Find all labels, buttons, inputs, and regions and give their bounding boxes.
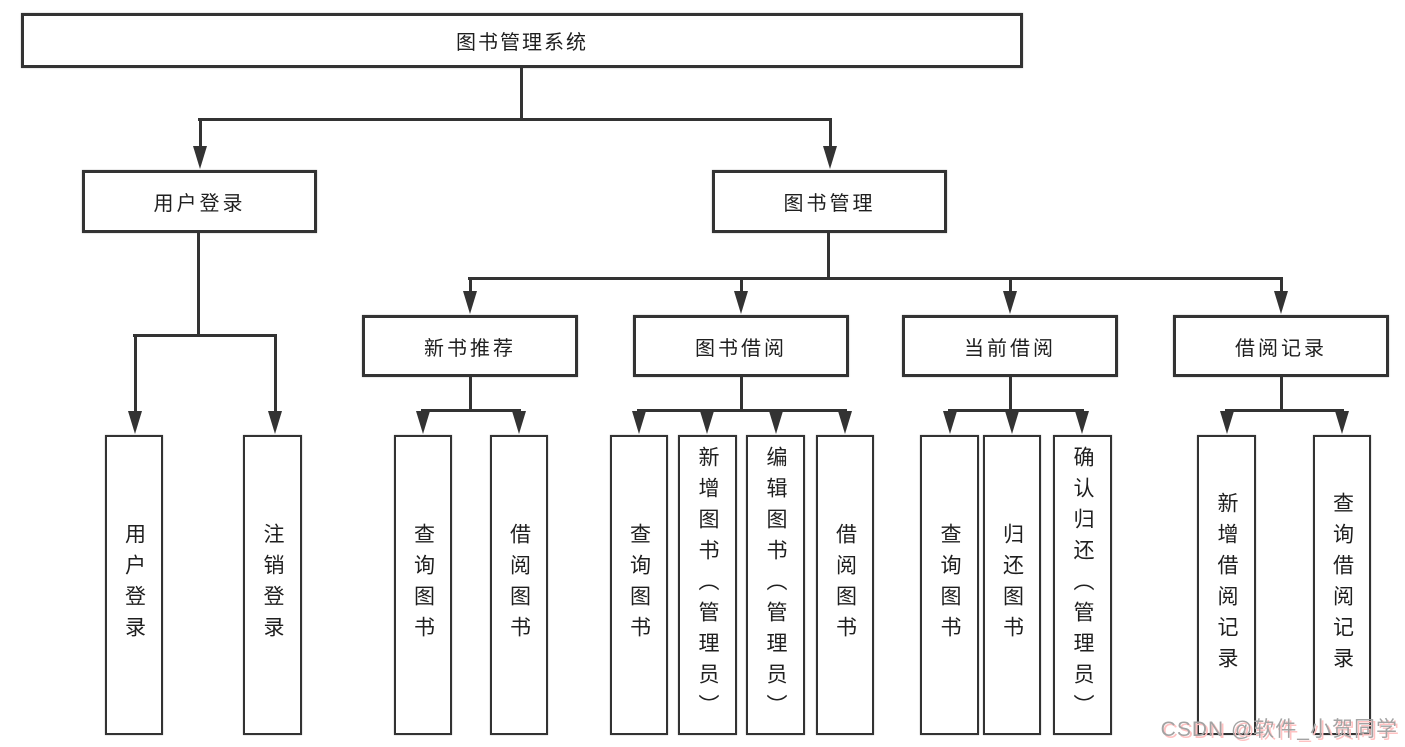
arrow-shaft — [1279, 278, 1283, 293]
node-branch-book-management: 图书管理 — [712, 170, 947, 233]
connector-hline — [1225, 408, 1344, 412]
node-leaf-confirm-return-admin: 确认归还（管理员） — [1053, 435, 1112, 735]
arrow-down-icon — [511, 411, 526, 434]
node-label: 图书借阅 — [695, 337, 787, 360]
arrow-down-icon — [1219, 411, 1234, 434]
node-leaf-query-borrow-record: 查询借阅记录 — [1313, 435, 1371, 735]
node-branch-current-borrow: 当前借阅 — [902, 315, 1118, 377]
arrow-down-icon — [1334, 411, 1349, 434]
node-label: 图书管理系统 — [456, 32, 588, 54]
connector-vline — [468, 377, 472, 412]
arrow-down-icon — [837, 411, 852, 434]
node-branch-user-login: 用户登录 — [82, 170, 317, 233]
connector-hline — [133, 333, 277, 337]
connector-vline — [196, 233, 200, 337]
arrow-down-icon — [733, 291, 748, 314]
node-branch-book-borrow: 图书借阅 — [633, 315, 849, 377]
node-branch-borrow-record: 借阅记录 — [1173, 315, 1389, 377]
arrow-shaft — [828, 119, 832, 148]
arrow-down-icon — [942, 411, 957, 434]
node-label: 用户登录 — [122, 523, 146, 647]
arrow-shaft — [133, 335, 137, 413]
node-label: 新增借阅记录 — [1215, 492, 1238, 678]
node-root: 图书管理系统 — [21, 13, 1023, 68]
node-label: 查询图书 — [627, 523, 651, 647]
node-label: 借阅记录 — [1235, 337, 1327, 360]
arrow-down-icon — [1002, 291, 1017, 314]
node-leaf-query-book-2: 查询图书 — [610, 435, 668, 735]
arrow-down-icon — [1004, 411, 1019, 434]
arrow-down-icon — [699, 411, 714, 434]
node-label: 查询借阅记录 — [1330, 492, 1354, 678]
node-leaf-borrow-book-2: 借阅图书 — [816, 435, 874, 735]
node-leaf-edit-book-admin: 编辑图书（管理员） — [746, 435, 805, 735]
connector-vline — [1279, 377, 1283, 412]
node-label: 借阅图书 — [833, 523, 857, 647]
arrow-down-icon — [127, 411, 142, 434]
node-label: 编辑图书（管理员） — [764, 445, 787, 725]
node-label: 图书管理 — [783, 193, 876, 215]
connector-hline — [948, 408, 1084, 412]
node-leaf-query-book-3: 查询图书 — [920, 435, 979, 735]
arrow-down-icon — [415, 411, 430, 434]
arrow-shaft — [739, 278, 743, 293]
node-leaf-add-borrow-record: 新增借阅记录 — [1197, 435, 1256, 735]
connector-hline — [198, 117, 832, 121]
node-leaf-add-book-admin: 新增图书（管理员） — [678, 435, 737, 735]
arrow-shaft — [1008, 278, 1012, 293]
node-leaf-query-book-1: 查询图书 — [394, 435, 452, 735]
arrow-down-icon — [768, 411, 783, 434]
arrow-down-icon — [1273, 291, 1288, 314]
node-label: 注销登录 — [261, 523, 284, 647]
node-label: 当前借阅 — [964, 337, 1056, 360]
connector-hline — [637, 408, 847, 412]
connector-hline — [468, 276, 1283, 280]
arrow-down-icon — [192, 146, 207, 169]
arrow-down-icon — [267, 411, 282, 434]
node-label: 借阅图书 — [507, 523, 531, 647]
arrow-down-icon — [822, 146, 837, 169]
node-leaf-user-login: 用户登录 — [105, 435, 163, 735]
node-label: 查询图书 — [411, 523, 435, 647]
node-leaf-logout: 注销登录 — [243, 435, 302, 735]
node-label: 归还图书 — [1000, 523, 1024, 647]
node-branch-new-book-recommend: 新书推荐 — [362, 315, 578, 377]
arrow-down-icon — [631, 411, 646, 434]
node-leaf-borrow-book-1: 借阅图书 — [490, 435, 548, 735]
arrow-shaft — [468, 278, 472, 293]
node-label: 用户登录 — [153, 193, 246, 215]
arrow-down-icon — [1074, 411, 1089, 434]
connector-vline — [826, 233, 830, 280]
arrow-shaft — [273, 335, 277, 413]
arrow-shaft — [198, 119, 202, 148]
node-label: 新书推荐 — [424, 337, 516, 360]
node-label: 确认归还（管理员） — [1071, 445, 1094, 725]
connector-vline — [739, 377, 743, 412]
connector-vline — [1008, 377, 1012, 412]
csdn-watermark: CSDN @软件_小贺同学 — [1160, 718, 1398, 741]
node-label: 新增图书（管理员） — [696, 445, 719, 725]
connector-hline — [421, 408, 521, 412]
arrow-down-icon — [462, 291, 477, 314]
connector-vline — [519, 68, 523, 121]
node-leaf-return-book: 归还图书 — [983, 435, 1041, 735]
node-label: 查询图书 — [938, 523, 961, 647]
